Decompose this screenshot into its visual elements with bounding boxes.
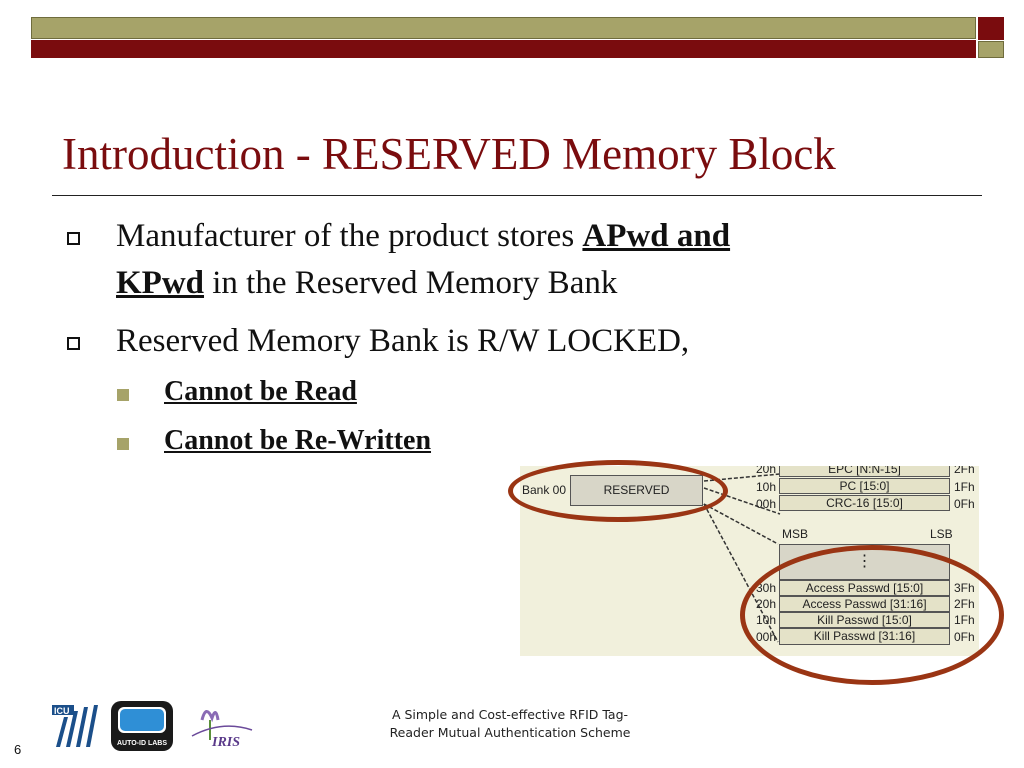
auto-id-labs-logo-text: AUTO-ID LABS	[117, 740, 167, 747]
addr-right: 2Fh	[954, 466, 975, 476]
highlight-circle-reserved	[508, 460, 728, 522]
footer-caption: A Simple and Cost-effective RFID Tag- Re…	[360, 706, 660, 742]
auto-id-labs-logo-icon: AUTO-ID LABS	[111, 701, 173, 751]
footer-line-2: Reader Mutual Authentication Scheme	[389, 725, 631, 740]
addr-left: 20h	[756, 466, 777, 476]
auto-id-labs-logo: AUTO-ID LABS	[110, 700, 174, 752]
bullet-2: Reserved Memory Bank is R/W LOCKED,	[116, 323, 690, 359]
sub-bullet-2: Cannot be Re-Written	[164, 425, 432, 456]
box-bullet-icon	[67, 232, 80, 245]
bullet-1-continued: KPwd in the Reserved Memory Bank	[116, 260, 617, 306]
sub-bullet-1: Cannot be Read	[164, 376, 357, 407]
header-olive-square	[978, 41, 1004, 58]
addr-left: 10h	[756, 480, 777, 494]
bullet-1: Manufacturer of the product stores APwd …	[116, 213, 730, 259]
memory-row-crc: CRC-16 [15:0]	[779, 495, 950, 511]
square-bullet-icon	[117, 438, 129, 450]
header-maroon-bar	[31, 40, 976, 58]
addr-left: 00h	[756, 497, 777, 511]
memory-row-epc: EPC [N:N-15]	[779, 466, 950, 477]
box-bullet-icon	[67, 337, 80, 350]
icu-logo-icon: ICU	[52, 703, 100, 747]
header-maroon-square	[978, 17, 1004, 40]
title-divider	[52, 195, 982, 196]
square-bullet-icon	[117, 389, 129, 401]
lsb-label: LSB	[930, 527, 953, 541]
slide-title: Introduction - RESERVED Memory Block	[62, 129, 836, 179]
bullet-1-keyword-apwd: APwd and	[582, 218, 731, 254]
iris-logo-text: IRIS	[211, 735, 240, 750]
addr-right: 0Fh	[954, 497, 975, 511]
iris-logo: IRIS	[182, 700, 254, 750]
icu-logo-text: ICU	[54, 706, 70, 716]
slide-number: 6	[14, 742, 22, 757]
addr-right: 1Fh	[954, 480, 975, 494]
msb-label: MSB	[782, 527, 809, 541]
bullet-1-keyword-kpwd: KPwd	[116, 265, 205, 301]
footer-line-1: A Simple and Cost-effective RFID Tag-	[391, 707, 629, 722]
iris-logo-icon: IRIS	[191, 710, 253, 750]
icu-logo: ICU	[52, 703, 100, 747]
bullet-1-text-end: in the Reserved Memory Bank	[204, 265, 618, 301]
memory-row-pc: PC [15:0]	[779, 478, 950, 494]
bullet-1-text: Manufacturer of the product stores	[116, 218, 583, 254]
highlight-circle-passwords	[740, 545, 1004, 685]
header-olive-bar	[31, 17, 976, 39]
